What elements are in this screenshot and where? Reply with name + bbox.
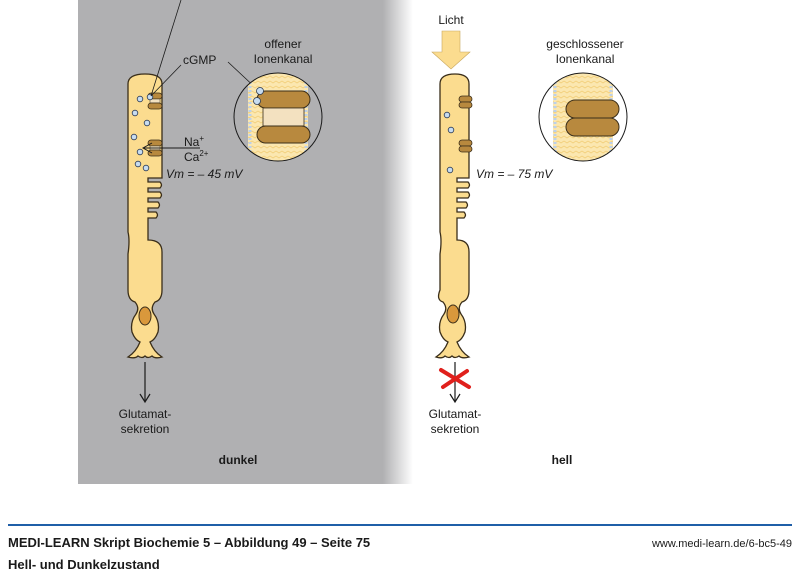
light-output-label-2: sekretion — [431, 422, 480, 436]
light-state-label: hell — [552, 453, 573, 467]
ion-ca-label: Ca2+ — [184, 149, 209, 164]
cgmp-pointer-line — [150, 0, 182, 97]
light-arrow-icon — [431, 30, 471, 70]
light-rod-cell — [431, 30, 473, 404]
photoreceptor-figure: cGMP offener Ionenkanal Na+ Ca2+ Vm = – … — [119, 0, 628, 467]
open-channel-label-2: Ionenkanal — [254, 52, 313, 66]
ion-influx-arrow — [141, 142, 200, 154]
dark-output-label-2: sekretion — [121, 422, 170, 436]
dark-cgmp-molecules — [130, 93, 154, 172]
light-cgmp-molecules — [443, 111, 455, 174]
footer-divider — [8, 524, 792, 526]
cgmp-label: cGMP — [183, 53, 216, 67]
dark-output-label-1: Glutamat- — [119, 407, 172, 421]
figure-subtitle: Hell- und Dunkelzustand — [8, 557, 160, 572]
light-nucleus — [446, 304, 460, 324]
closed-channel-magnified — [538, 72, 628, 162]
closed-channel-label-1: geschlossener — [546, 37, 623, 51]
closed-channel-label-2: Ionenkanal — [556, 52, 615, 66]
dark-nucleus — [138, 306, 152, 326]
light-secretion-arrow — [449, 362, 461, 404]
figure-title: MEDI-LEARN Skript Biochemie 5 – Abbildun… — [8, 535, 371, 550]
light-channel-upper — [458, 95, 473, 109]
dark-membrane-potential: Vm = – 45 mV — [166, 167, 243, 181]
ion-na-label: Na+ — [184, 134, 204, 149]
light-label: Licht — [438, 13, 464, 27]
dark-secretion-arrow — [139, 362, 151, 404]
light-membrane-potential: Vm = – 75 mV — [476, 167, 553, 181]
light-channel-lower — [458, 139, 473, 153]
dark-rod-cell — [126, 0, 260, 404]
figure-url: www.medi-learn.de/6-bc5-49 — [651, 538, 792, 550]
blocked-secretion-cross-icon — [439, 368, 471, 389]
open-channel-label-1: offener — [264, 37, 301, 51]
light-output-label-1: Glutamat- — [429, 407, 482, 421]
dark-state-label: dunkel — [219, 453, 258, 467]
open-channel-magnified — [233, 72, 323, 162]
